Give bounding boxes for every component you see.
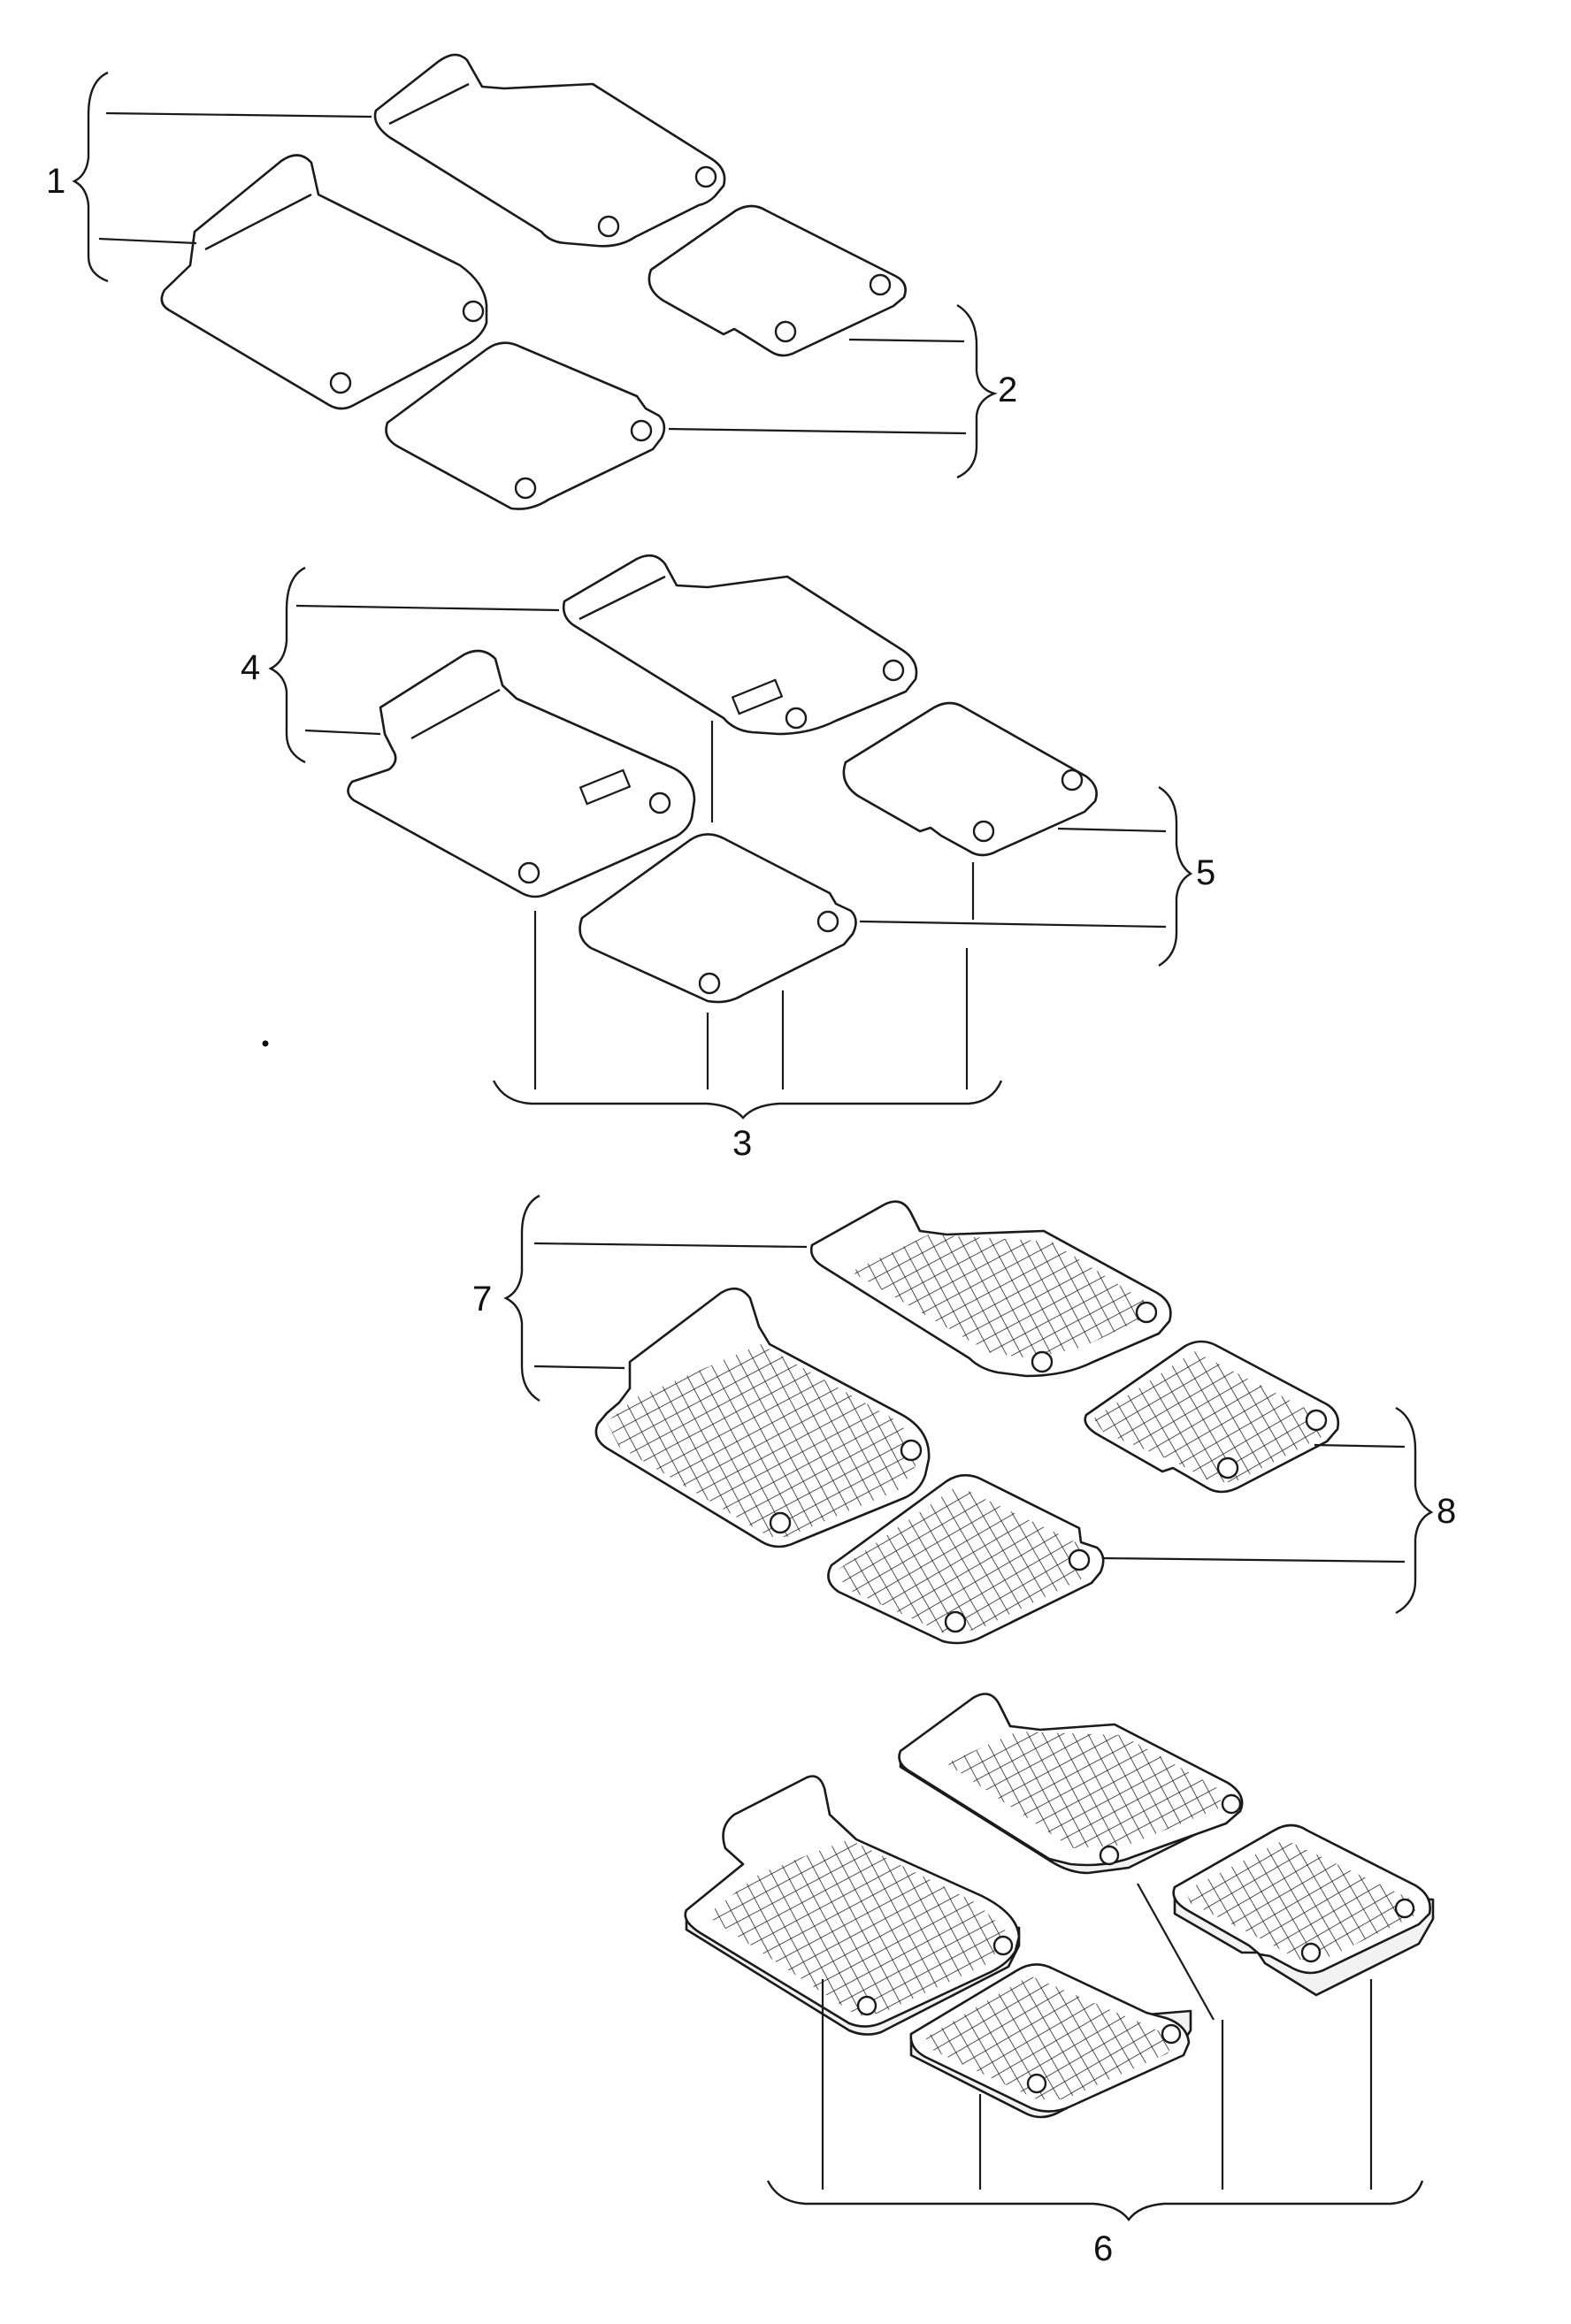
leader-8b (1101, 1556, 1406, 1563)
grid-rear-mat-right (1084, 1340, 1340, 1494)
tray-rear-mat-right (1172, 1823, 1435, 1997)
brace-3 (492, 1080, 1003, 1120)
leader-1a (105, 111, 372, 118)
front-mat-left-badge (347, 649, 696, 898)
tray-front-mat-right (898, 1693, 1244, 1875)
brace-2 (956, 303, 998, 479)
callout-6: 6 (1093, 2229, 1113, 2268)
leader-2a (848, 338, 965, 343)
tray-front-mat-left (684, 1775, 1021, 2036)
front-mat-right-badge (562, 554, 918, 736)
front-mat-right (373, 53, 726, 248)
leader-1b (98, 237, 197, 245)
callout-2: 2 (998, 371, 1017, 409)
rear-mat-left (385, 341, 666, 510)
callout-4: 4 (241, 648, 260, 687)
grid-rear-mat-left (827, 1473, 1105, 1645)
leader-8a (1314, 1443, 1406, 1449)
group-7-mats (594, 1200, 1172, 1548)
leader-4a (295, 604, 560, 612)
brace-8 (1395, 1406, 1434, 1615)
leader-4b (304, 729, 381, 736)
leader-6c (1137, 1883, 1215, 2021)
tray-rear-mat-left (909, 1963, 1192, 2119)
leader-7b (533, 1365, 625, 1370)
logo-badge (579, 768, 632, 806)
logo-badge (731, 678, 784, 715)
group-5-mats (579, 701, 1098, 1004)
group-4-mats (347, 554, 918, 898)
leader-7a (533, 1242, 808, 1249)
callout-1: 1 (46, 162, 65, 201)
group-1-mats (160, 53, 726, 410)
brace-5 (1158, 785, 1193, 967)
brace-7 (503, 1194, 540, 1403)
rear-mat-right (648, 204, 907, 357)
callout-8: 8 (1437, 1492, 1456, 1531)
callout-3: 3 (732, 1124, 752, 1163)
callout-7: 7 (472, 1280, 492, 1319)
scan-speck (262, 1040, 269, 1047)
group-2-mats (385, 204, 907, 510)
brace-6 (766, 2180, 1424, 2221)
group-8-mats (827, 1340, 1340, 1645)
rear-mat-left-badge (579, 833, 857, 1004)
leader-2b (668, 427, 967, 435)
grid-front-mat-left (594, 1287, 931, 1548)
brace-1 (72, 71, 109, 283)
group-6-mats (684, 1693, 1435, 2119)
front-mat-left (160, 154, 488, 410)
rear-mat-right-badge (842, 701, 1098, 857)
grid-front-mat-right (809, 1200, 1172, 1378)
brace-4 (268, 566, 306, 764)
leader-5b (859, 920, 1167, 929)
leader-5a (1057, 827, 1167, 833)
callout-5: 5 (1196, 853, 1215, 892)
